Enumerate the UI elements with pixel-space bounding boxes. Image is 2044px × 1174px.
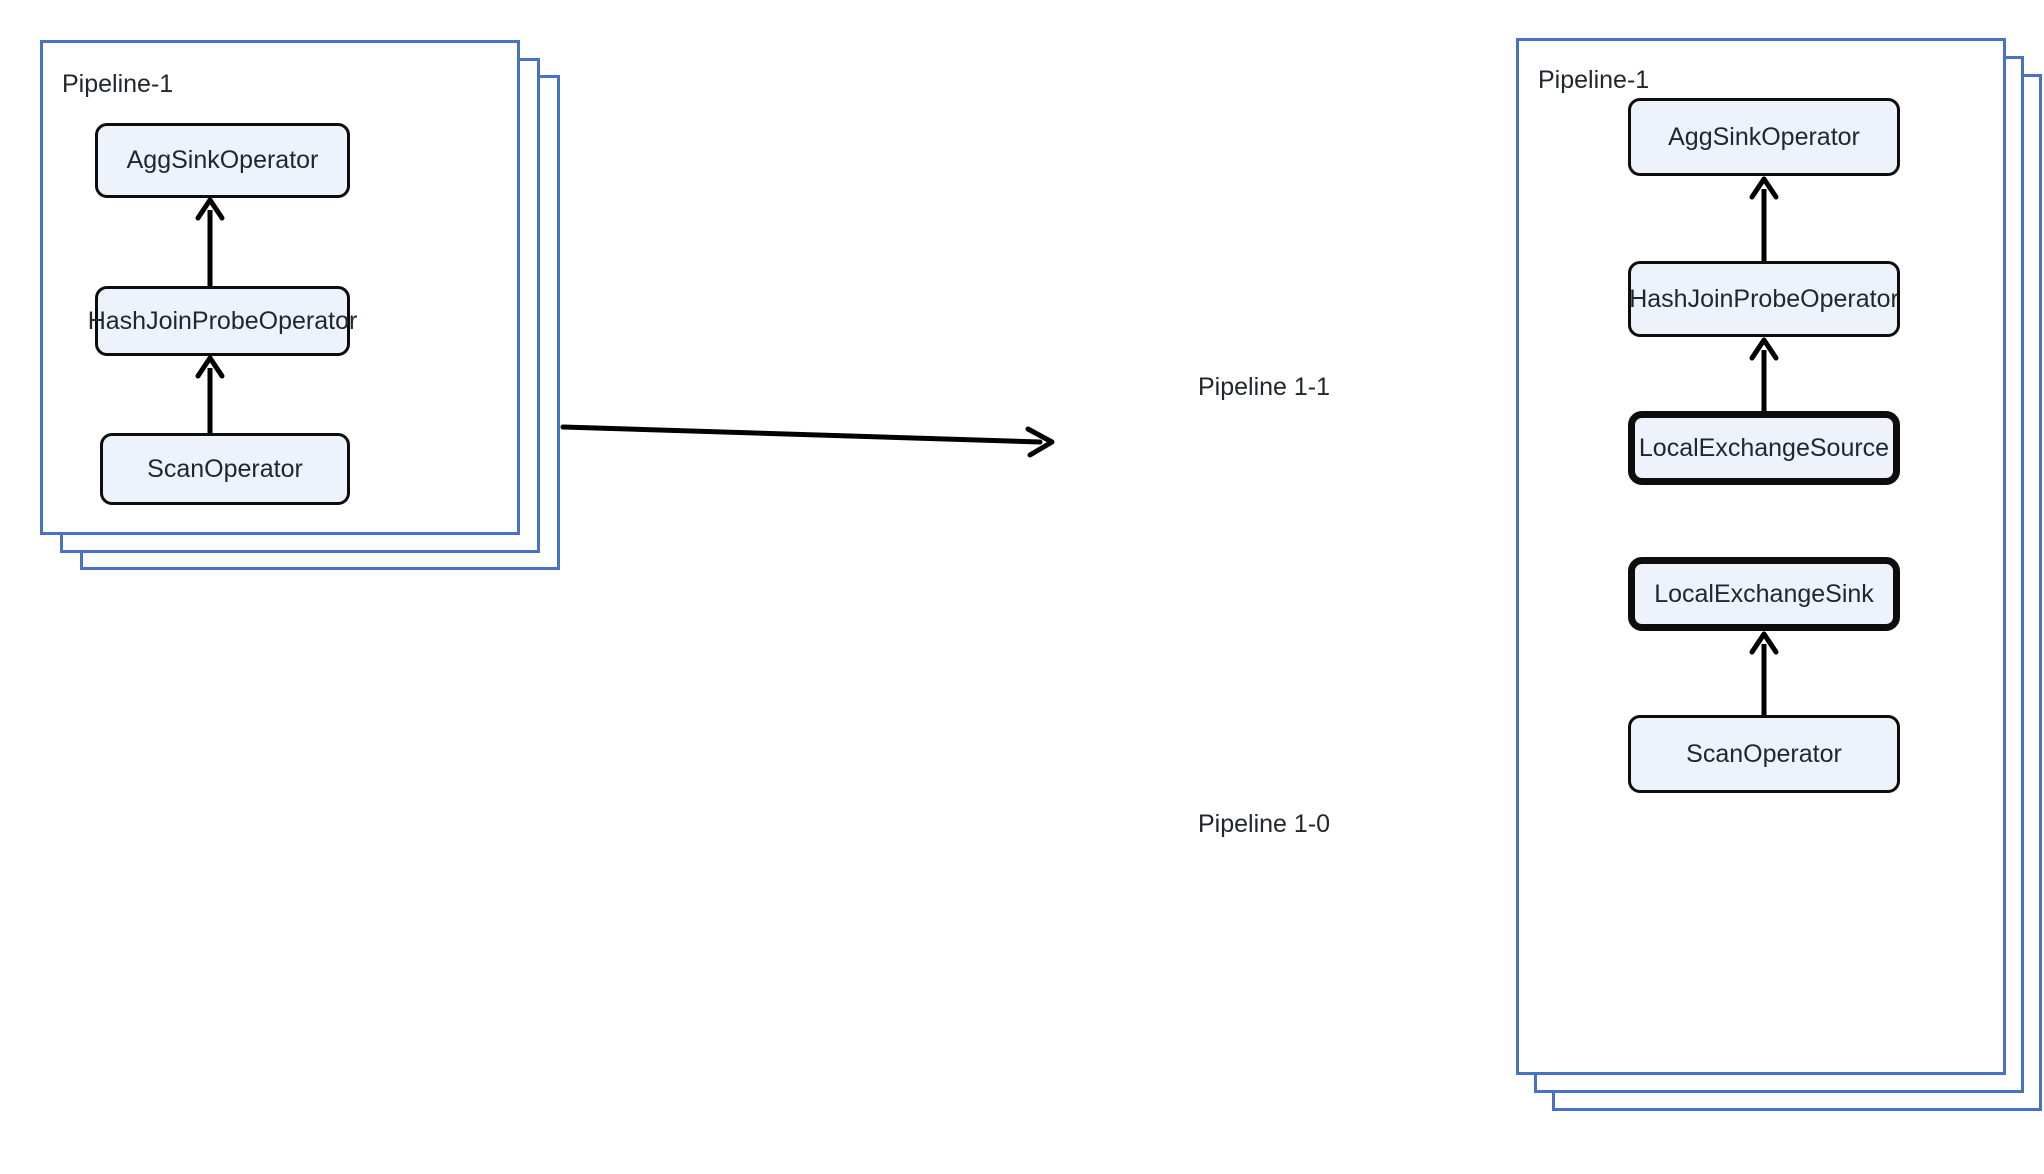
right-arrow-hashjoin-to-aggsink [1749, 176, 1779, 265]
sub-pipeline-label-1-1: Pipeline 1-1 [1198, 373, 1331, 401]
right-operator-local-exchange-source-label: LocalExchangeSource [1638, 433, 1890, 462]
left-operator-hashjoin-probe-label: HashJoinProbeOperator [87, 306, 358, 335]
right-operator-agg-sink-label: AggSinkOperator [1668, 122, 1860, 151]
right-operator-local-exchange-sink[interactable]: LocalExchangeSink [1628, 557, 1900, 631]
left-pipeline-stack: Pipeline-1 AggSinkOperator HashJoinProbe… [0, 0, 600, 620]
right-operator-hashjoin-probe-label: HashJoinProbeOperator [1629, 284, 1899, 313]
right-operator-local-exchange-sink-label: LocalExchangeSink [1654, 579, 1874, 608]
right-operator-scan[interactable]: ScanOperator [1628, 715, 1900, 793]
right-pipeline-stack: Pipeline-1 AggSinkOperator HashJoinProbe… [1460, 0, 2044, 1174]
left-arrow-hashjoin-to-aggsink [195, 197, 225, 288]
transform-arrow [560, 424, 1055, 458]
left-pipeline-title: Pipeline-1 [62, 70, 174, 98]
right-arrow-lexsource-to-hashjoin [1749, 337, 1779, 414]
left-operator-agg-sink-label: AggSinkOperator [126, 146, 319, 174]
left-operator-agg-sink[interactable]: AggSinkOperator [95, 123, 350, 198]
sub-pipeline-label-1-0: Pipeline 1-0 [1198, 810, 1331, 838]
right-operator-agg-sink[interactable]: AggSinkOperator [1628, 98, 1900, 176]
left-arrow-scan-to-hashjoin [195, 355, 225, 436]
right-operator-hashjoin-probe[interactable]: HashJoinProbeOperator [1628, 261, 1900, 337]
left-operator-scan[interactable]: ScanOperator [100, 433, 350, 505]
left-operator-hashjoin-probe[interactable]: HashJoinProbeOperator [88, 286, 357, 356]
right-operator-local-exchange-source[interactable]: LocalExchangeSource [1628, 411, 1900, 485]
right-pipeline-title: Pipeline-1 [1538, 66, 1650, 94]
right-operator-scan-label: ScanOperator [1686, 739, 1842, 768]
right-pipeline-frame-front [1516, 38, 2006, 1075]
left-operator-scan-label: ScanOperator [147, 454, 303, 483]
right-arrow-scan-to-lexsink [1749, 631, 1779, 716]
